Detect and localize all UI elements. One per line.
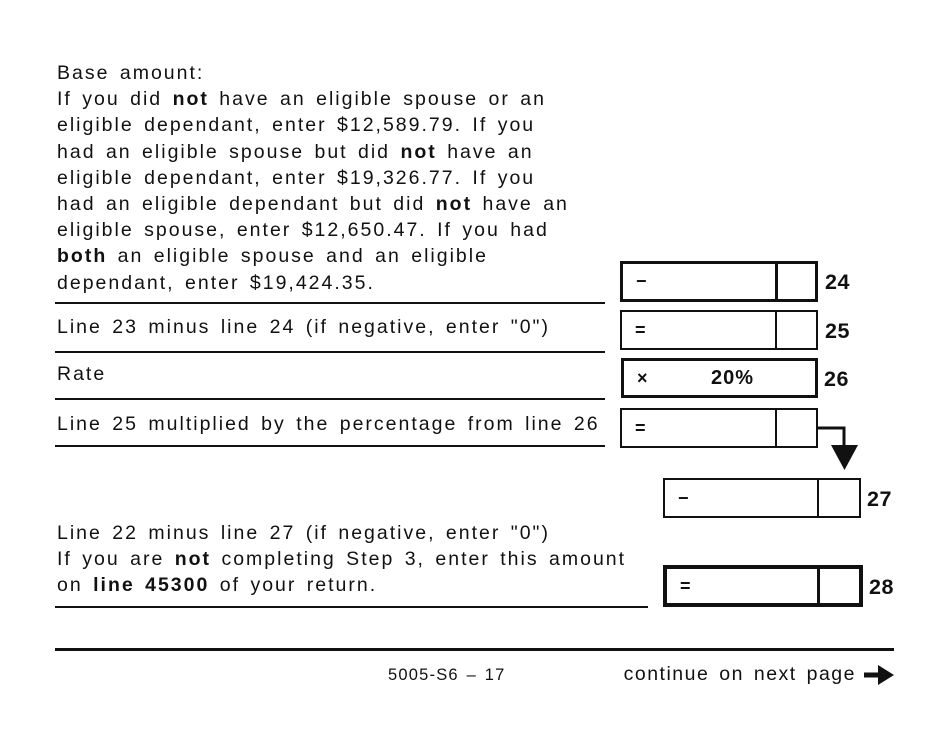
- line-27-dollars-field[interactable]: −: [665, 480, 817, 516]
- equals-operator: =: [635, 319, 646, 340]
- paragraph-line: on line 45300 of your return.: [57, 574, 378, 597]
- paragraph-line: eligible spouse, enter $12,650.47. If yo…: [57, 219, 549, 242]
- line-28-box: =: [663, 565, 863, 607]
- line-27-box: −: [663, 478, 861, 518]
- multiply-operator: ×: [637, 367, 648, 388]
- line-24-cents-field[interactable]: [775, 264, 815, 299]
- line-26-number: 26: [824, 367, 849, 391]
- line-26-rate-cell: × 20%: [624, 361, 815, 395]
- line-26-box: × 20%: [621, 358, 818, 398]
- paragraph-line: eligible dependant, enter $19,326.77. If…: [57, 166, 536, 189]
- right-arrow-icon: [864, 664, 894, 685]
- line-26-result-dollars-field[interactable]: =: [622, 410, 775, 446]
- equals-operator: =: [635, 417, 646, 438]
- row-26-rule: [55, 398, 605, 400]
- line-26-result-label: Line 25 multiplied by the percentage fro…: [57, 413, 600, 435]
- line-28-paragraph: Line 22 minus line 27 (if negative, ente…: [57, 520, 626, 599]
- line-27-cents-field[interactable]: [817, 480, 859, 516]
- down-arrow-icon: [818, 426, 858, 470]
- line-24-dollars-field[interactable]: −: [623, 264, 775, 299]
- paragraph-line: If you did not have an eligible spouse o…: [57, 88, 546, 111]
- line-25-label: Line 23 minus line 24 (if negative, ente…: [57, 316, 550, 338]
- continue-note: continue on next page: [624, 663, 894, 686]
- footer-divider: [55, 648, 894, 651]
- line-25-cents-field[interactable]: [775, 312, 816, 348]
- paragraph-line: had an eligible spouse but did not have …: [57, 140, 534, 163]
- paragraph-line: both an eligible spouse and an eligible: [57, 245, 488, 268]
- line-26-result-box: =: [620, 408, 818, 448]
- paragraph-line: If you are not completing Step 3, enter …: [57, 548, 627, 571]
- continue-text: continue on next page: [623, 663, 856, 685]
- paragraph-line: dependant, enter $19,424.35.: [57, 271, 375, 294]
- line-28-cents-field[interactable]: [817, 569, 859, 603]
- row-25-rule: [55, 351, 605, 353]
- line-28-dollars-field[interactable]: =: [667, 569, 817, 603]
- line-26-label: Rate: [57, 363, 107, 385]
- row-24-rule: [55, 302, 605, 304]
- rate-value: 20%: [710, 366, 755, 389]
- row-28-rule: [55, 606, 648, 608]
- line-24-number: 24: [825, 270, 850, 294]
- paragraph-line: Line 22 minus line 27 (if negative, ente…: [57, 522, 550, 544]
- line-25-number: 25: [825, 319, 850, 343]
- paragraph-line: eligible dependant, enter $12,589.79. If…: [57, 114, 536, 137]
- base-amount-paragraph: Base amount: If you did not have an elig…: [57, 60, 569, 296]
- minus-operator: −: [636, 271, 647, 291]
- paragraph-line: had an eligible dependant but did not ha…: [57, 193, 569, 216]
- line-25-box: =: [620, 310, 818, 350]
- line-24-box: −: [620, 261, 818, 302]
- paragraph-line: Base amount:: [57, 62, 205, 84]
- minus-operator: −: [678, 487, 689, 508]
- line-28-number: 28: [869, 575, 894, 599]
- row-26b-rule: [55, 445, 605, 447]
- line-25-dollars-field[interactable]: =: [622, 312, 775, 348]
- equals-operator: =: [680, 575, 691, 596]
- form-number: 5005-S6 – 17: [388, 666, 506, 684]
- line-27-number: 27: [867, 487, 892, 511]
- line-26-result-cents-field[interactable]: [775, 410, 816, 446]
